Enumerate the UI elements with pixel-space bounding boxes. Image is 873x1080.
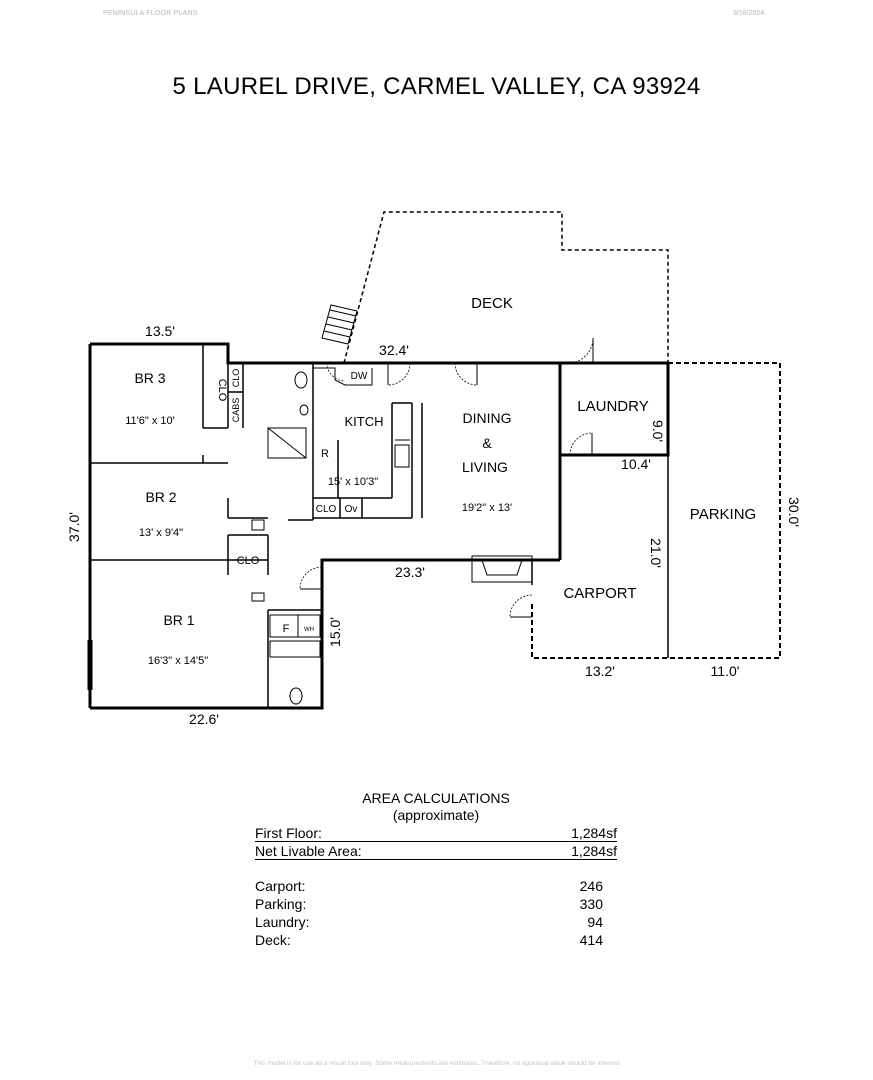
disclaimer: This model is for use as a visual tool o…: [253, 1060, 620, 1067]
dim-middle: 23.3': [395, 564, 425, 580]
area-row: Laundry: 94: [255, 913, 617, 931]
fireplace: [471, 555, 533, 583]
br3-closet-label: CLO: [216, 379, 228, 402]
area-row-value: 246: [579, 878, 603, 894]
dim-laundry-width: 10.4': [621, 456, 651, 472]
kitchen-counters: [313, 367, 410, 468]
dishwasher-label: DW: [351, 371, 368, 382]
area-row-label: Carport:: [255, 878, 306, 894]
area-row: Deck: 414: [255, 931, 617, 949]
kitchen-label: KITCH: [345, 414, 384, 429]
deck-label: DECK: [471, 295, 513, 312]
dim-carport-width: 13.2': [585, 663, 615, 679]
area-row-label: Net Livable Area:: [255, 843, 362, 859]
plan-date: 9/18/2024: [733, 10, 765, 17]
furnace-label: F: [283, 623, 290, 635]
area-row-label: Laundry:: [255, 914, 310, 930]
dim-bottom-left: 22.6': [189, 711, 219, 727]
dining-ampersand: &: [482, 435, 492, 451]
carport-walls: [531, 455, 669, 658]
dim-carport-depth: 21.0': [648, 538, 664, 568]
kitchen-size: 15' x 10'3": [328, 476, 378, 488]
dining-living-size: 19'2" x 13': [462, 502, 512, 514]
windows: [87, 640, 93, 690]
dim-hall: 15.0': [327, 617, 343, 647]
dim-top-middle: 32.4': [379, 342, 409, 358]
water-heater-label: WH: [304, 627, 314, 633]
area-subheading: (approximate): [392, 807, 480, 823]
area-row-label: First Floor:: [255, 825, 322, 841]
area-row-value: 414: [579, 932, 603, 948]
kitchen-closet-label: CLO: [316, 504, 337, 515]
area-row: Carport: 246: [255, 877, 617, 895]
area-heading: AREA CALCULATIONS: [362, 790, 510, 806]
br2-size: 13' x 9'4": [139, 527, 183, 539]
area-row-value: 330: [579, 896, 603, 912]
laundry-label: LAUNDRY: [577, 398, 648, 415]
dim-parking-depth: 30.0': [786, 497, 802, 527]
refrigerator-label: R: [321, 448, 329, 460]
door-leaves: [300, 338, 594, 618]
carport-parking-outline: [531, 362, 781, 659]
page-title: 5 LAUREL DRIVE, CARMEL VALLEY, CA 93924: [172, 73, 701, 100]
bath-fixtures: [251, 371, 321, 705]
interior-walls: [90, 344, 423, 708]
area-row-value: 1,284sf: [571, 843, 617, 859]
oven-label: Ov: [345, 504, 358, 515]
living-label: LIVING: [462, 459, 508, 475]
area-row: Net Livable Area: 1,284sf: [255, 842, 617, 860]
dim-parking-width: 11.0': [711, 663, 740, 679]
br3-label: BR 3: [134, 370, 165, 386]
area-row-label: Parking:: [255, 896, 307, 912]
br1-size: 16'3" x 14'5": [148, 655, 208, 667]
area-row: Parking: 330: [255, 895, 617, 913]
br2-label: BR 2: [145, 489, 176, 505]
parking-label: PARKING: [690, 506, 756, 523]
cabinets-label: CABS: [231, 398, 241, 423]
area-calculations: AREA CALCULATIONS (approximate) First Fl…: [255, 790, 617, 949]
small-closet-label: CLO: [231, 369, 241, 388]
dim-top-left: 13.5': [145, 323, 175, 339]
br1-label: BR 1: [163, 612, 194, 628]
deck-outline: [343, 211, 669, 364]
dim-laundry-depth: 9.0': [650, 420, 666, 442]
area-row-label: Deck:: [255, 932, 291, 948]
area-row-value: 94: [587, 914, 603, 930]
dim-left: 37.0': [66, 512, 82, 542]
br3-size: 11'6" x 10': [125, 415, 175, 427]
deck-stairs: [321, 304, 358, 345]
company-name: PENINSULA FLOOR PLANS: [103, 10, 198, 17]
area-row: First Floor: 1,284sf: [255, 824, 617, 842]
door-swings: [299, 337, 594, 618]
area-row-value: 1,284sf: [571, 825, 617, 841]
dining-label: DINING: [463, 410, 512, 426]
house-walls: [88, 342, 670, 710]
br2-closet-label: CLO: [237, 555, 260, 567]
carport-label: CARPORT: [563, 585, 636, 602]
